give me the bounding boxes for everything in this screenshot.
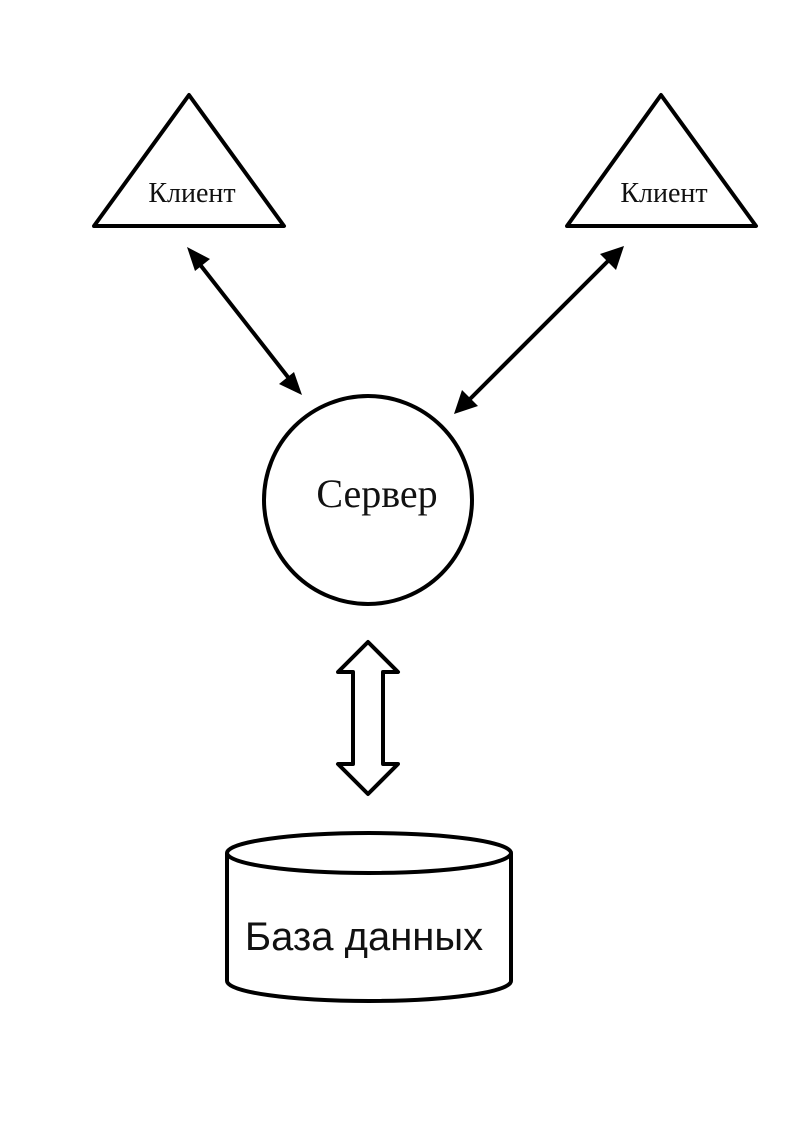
database-label: База данных [245,915,483,959]
arrow-shaft [196,260,293,383]
client-right-triangle [565,93,758,228]
client-right-label: Клиент [620,178,707,209]
arrowhead-client-right [600,246,624,270]
arrow-shaft [465,256,613,404]
arrowhead-client-left [187,247,210,271]
arrow-client-right-server [454,246,624,414]
client-right-node: Клиент [565,93,758,228]
database-node: База данных [225,831,513,1003]
arrowhead-server-left [279,372,302,395]
client-left-label: Клиент [148,178,235,209]
arrow-client-left-server [187,247,302,395]
arrow-server-database [336,640,400,796]
client-left-triangle [92,93,286,228]
server-label: Сервер [316,471,437,516]
client-left-node: Клиент [92,93,286,228]
server-circle [262,394,474,606]
server-node: Сервер [262,394,474,606]
database-top [225,831,513,875]
arrowhead-server-right [454,390,478,414]
database-body [225,853,513,1003]
block-double-arrow [336,640,400,796]
